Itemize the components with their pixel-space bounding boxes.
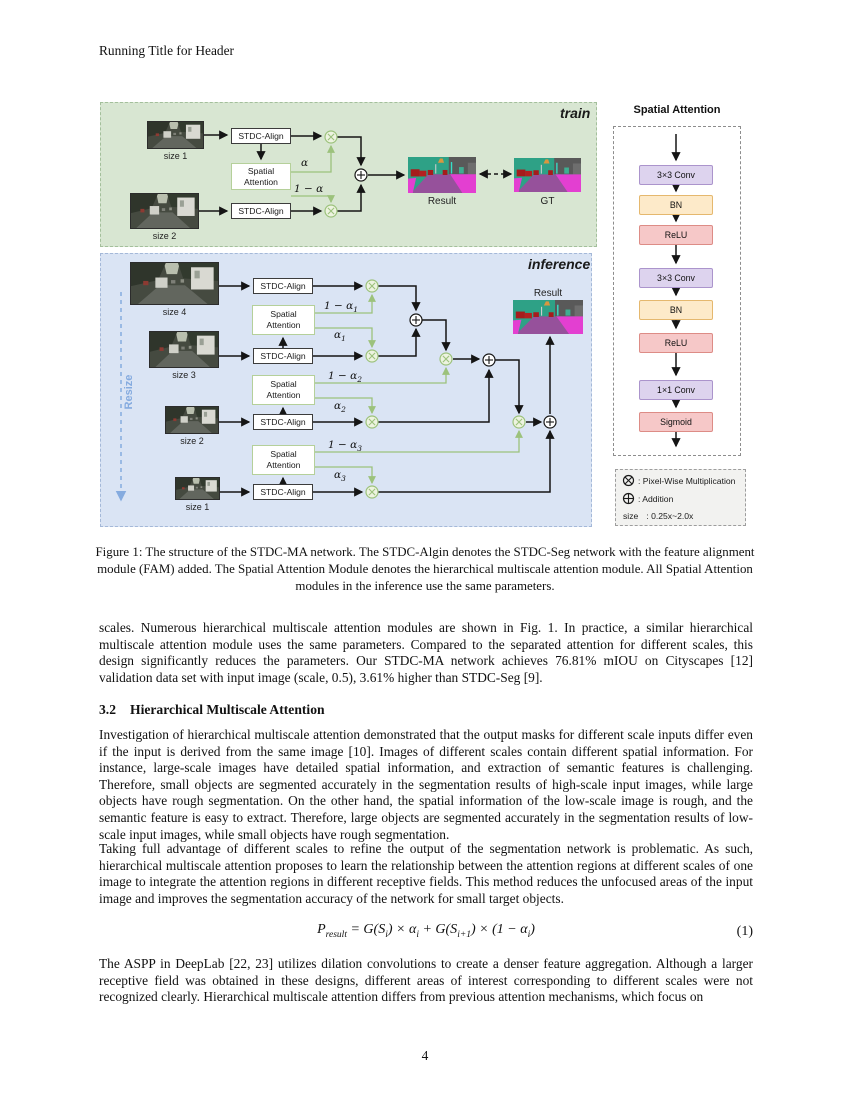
body-paragraph: Investigation of hierarchical multiscale… xyxy=(99,727,753,842)
spatial-attention-box: Spatial Attention xyxy=(252,445,315,475)
stdc-align-box: STDC-Align xyxy=(253,278,313,294)
conv-block: 3×3 Conv xyxy=(639,165,713,185)
one-minus-alpha3-label: 1 − α3 xyxy=(328,439,363,454)
legend-box xyxy=(615,469,746,526)
spatial-attention-module-title: Spatial Attention xyxy=(633,104,721,116)
one-minus-alpha-label: 1 − α xyxy=(294,183,324,195)
sigmoid-block: Sigmoid xyxy=(639,412,713,432)
street-photo-size-4 xyxy=(130,262,219,305)
legend-add-text: : Addition xyxy=(638,493,674,504)
conv-block: 3×3 Conv xyxy=(639,268,713,288)
segmentation-result-image xyxy=(408,157,476,193)
equation-body: Presult = G(Si) × αi + G(Si+1) × (1 − αi… xyxy=(317,922,535,940)
page-number: 4 xyxy=(421,1048,429,1063)
result-label: Result xyxy=(427,196,457,207)
legend-size-key: size xyxy=(623,511,639,521)
result-label: Result xyxy=(533,288,563,299)
bn-block: BN xyxy=(639,300,713,320)
street-photo-size-3 xyxy=(149,331,219,368)
legend-mul-text: : Pixel-Wise Multiplication xyxy=(638,475,736,486)
pixel-wise-multiplication-icon xyxy=(622,474,635,487)
addition-icon xyxy=(622,492,635,505)
inference-panel-label: inference xyxy=(528,256,591,272)
stdc-align-box: STDC-Align xyxy=(253,414,313,430)
legend-size-text: : 0.25x~2.0x xyxy=(646,511,694,521)
gt-label: GT xyxy=(540,196,555,207)
stdc-align-box: STDC-Align xyxy=(231,128,291,144)
stdc-align-box: STDC-Align xyxy=(253,348,313,364)
train-panel-label: train xyxy=(560,105,591,121)
photo-label: size 2 xyxy=(152,231,177,241)
section-title: Hierarchical Multiscale Attention xyxy=(130,702,325,717)
figure-caption: Figure 1: The structure of the STDC-MA n… xyxy=(95,545,755,593)
spatial-attention-module-box xyxy=(613,126,741,456)
street-photo-size-2 xyxy=(165,406,219,434)
photo-label: size 1 xyxy=(185,502,210,512)
spatial-attention-box: Spatial Attention xyxy=(252,305,315,335)
equation-1: Presult = G(Si) × αi + G(Si+1) × (1 − αi… xyxy=(99,922,753,940)
alpha2-label: α2 xyxy=(334,400,346,415)
photo-label: size 4 xyxy=(162,307,187,317)
segmentation-result-image xyxy=(513,300,583,334)
relu-block: ReLU xyxy=(639,333,713,353)
street-photo-size-1 xyxy=(175,477,220,500)
alpha-label: α xyxy=(301,157,309,169)
relu-block: ReLU xyxy=(639,225,713,245)
street-photo-size-2 xyxy=(130,193,199,229)
alpha1-label: α1 xyxy=(334,329,346,344)
photo-label: size 3 xyxy=(172,370,196,380)
alpha3-label: α3 xyxy=(334,469,346,484)
resize-label: Resize xyxy=(123,374,135,410)
one-minus-alpha2-label: 1 − α2 xyxy=(328,370,363,385)
equation-number: (1) xyxy=(736,924,753,939)
photo-label: size 1 xyxy=(163,151,188,161)
body-paragraph: scales. Numerous hierarchical multiscale… xyxy=(99,620,753,685)
street-photo-size-1 xyxy=(147,121,204,149)
conv-block: 1×1 Conv xyxy=(639,380,713,400)
bn-block: BN xyxy=(639,195,713,215)
stdc-align-box: STDC-Align xyxy=(231,203,291,219)
ground-truth-image xyxy=(514,158,581,192)
section-number: 3.2 xyxy=(99,702,116,717)
section-heading: 3.2 Hierarchical Multiscale Attention xyxy=(99,702,325,718)
one-minus-alpha1-label: 1 − α1 xyxy=(324,300,359,315)
spatial-attention-box: Spatial Attention xyxy=(231,163,291,190)
running-header: Running Title for Header xyxy=(99,43,235,58)
stdc-align-box: STDC-Align xyxy=(253,484,313,500)
spatial-attention-box: Spatial Attention xyxy=(252,375,315,405)
photo-label: size 2 xyxy=(180,436,204,446)
body-paragraph: Taking full advantage of different scale… xyxy=(99,841,753,906)
body-paragraph: The ASPP in DeepLab [22, 23] utilizes di… xyxy=(99,956,753,1005)
